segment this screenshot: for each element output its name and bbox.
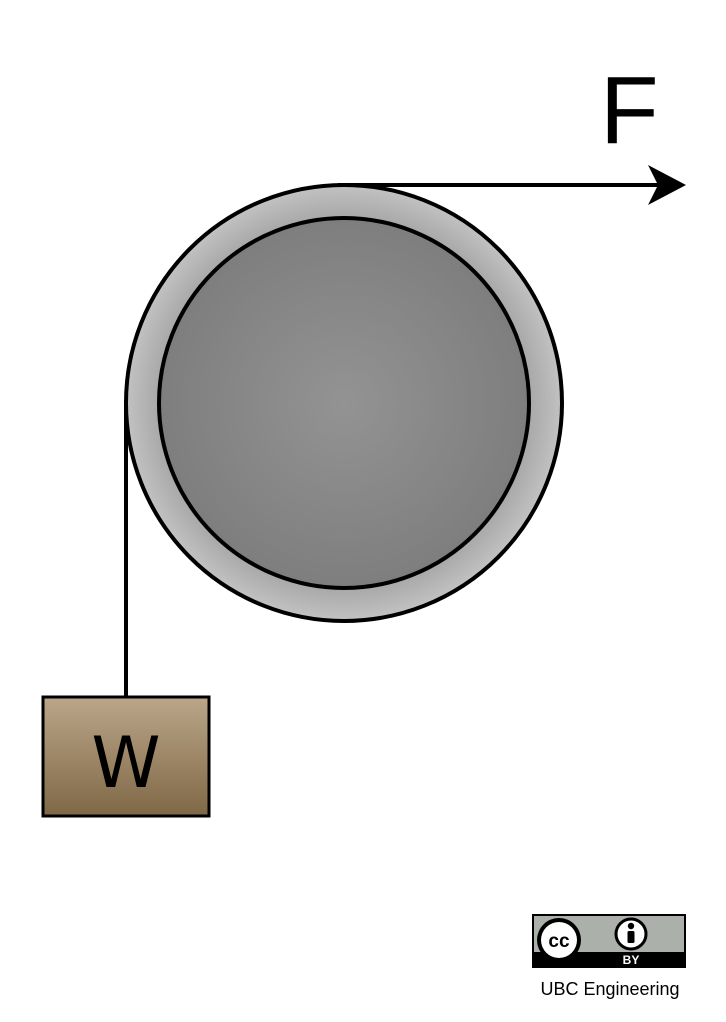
credit-text: UBC Engineering [540, 979, 680, 999]
force-arrowhead [648, 165, 686, 205]
force-label: F [600, 57, 659, 164]
cc-icon: cc [537, 918, 581, 962]
cc-by-text: BY [623, 953, 640, 967]
pulley-hub [157, 216, 531, 590]
cc-by-badge: cc BY [532, 914, 686, 968]
weight-box [41, 695, 211, 818]
weight-label: W [91, 722, 160, 804]
attribution-person-icon [614, 917, 648, 951]
weight-block: W [41, 695, 211, 818]
svg-text:cc: cc [548, 931, 570, 952]
pulley [124, 183, 564, 623]
